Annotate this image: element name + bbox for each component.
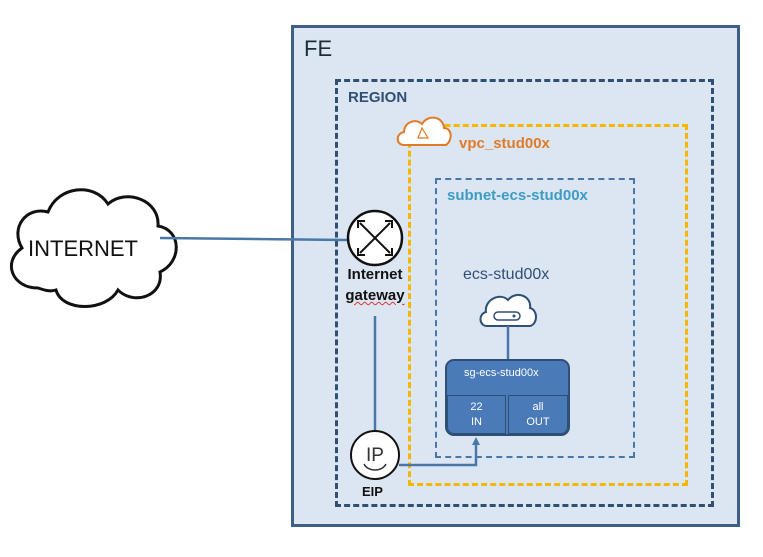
region-label: REGION — [348, 89, 408, 106]
sg-rule-outbound-direction: OUT — [526, 416, 550, 428]
cloud-icon — [9, 188, 178, 308]
gateway-label: Internet gateway — [330, 264, 420, 306]
gateway-label-line2: gateway — [345, 287, 405, 304]
sg-rule-inbound — [447, 395, 506, 434]
fe-label: FE — [304, 36, 333, 61]
ecs-label: ecs-stud00x — [463, 266, 550, 283]
router-icon — [346, 209, 404, 267]
subnet-label: subnet-ecs-stud00x — [447, 187, 588, 204]
sg-rule-outbound-text: all OUT — [508, 400, 568, 430]
gateway-label-line1: Internet — [347, 266, 403, 283]
vpc-container — [408, 124, 688, 486]
security-group-label: sg-ecs-stud00x — [464, 367, 539, 379]
internet-label: INTERNET — [28, 236, 138, 261]
vpc-label: vpc_stud00x — [459, 135, 550, 152]
eip-icon-text: IP — [366, 445, 384, 466]
eip-icon: IP — [350, 430, 400, 480]
subnet-container — [435, 178, 635, 458]
sg-rule-inbound-port: 22 — [470, 401, 483, 413]
eip-to-sg-arrow — [399, 437, 480, 467]
sg-rule-outbound-port: all — [532, 401, 544, 413]
sg-rule-inbound-direction: IN — [471, 416, 482, 428]
sg-rule-outbound — [508, 395, 568, 434]
region-container — [335, 79, 714, 507]
ecs-server-icon — [479, 293, 537, 327]
sg-rule-inbound-text: 22 IN — [447, 400, 506, 430]
eip-label: EIP — [362, 484, 383, 499]
security-group-card — [445, 359, 570, 436]
vpc-cloud-icon — [396, 116, 452, 146]
internet-link-line — [159, 236, 348, 242]
